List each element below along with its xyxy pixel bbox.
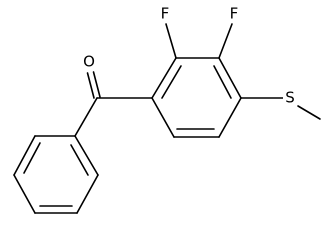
carbonyl-bond-1 (86, 72, 95, 99)
phenyl-ring (13, 135, 99, 214)
sulfur-label: S (285, 89, 295, 107)
methyl-bond (297, 105, 321, 120)
oxygen-label: O (83, 53, 95, 71)
fluorine-label-2: F (230, 5, 239, 23)
carbonyl-bond-2 (92, 71, 101, 98)
difluoro-ring (151, 57, 242, 138)
fluorine-bond-2 (218, 23, 233, 59)
fluorine-bond-1 (165, 23, 177, 59)
fluorine-label-1: F (161, 5, 170, 23)
molecule-structure: O F F S (13, 5, 321, 214)
structure-canvas: O F F S (13, 5, 321, 214)
carbonyl-to-phenyl-bond (74, 97, 98, 137)
